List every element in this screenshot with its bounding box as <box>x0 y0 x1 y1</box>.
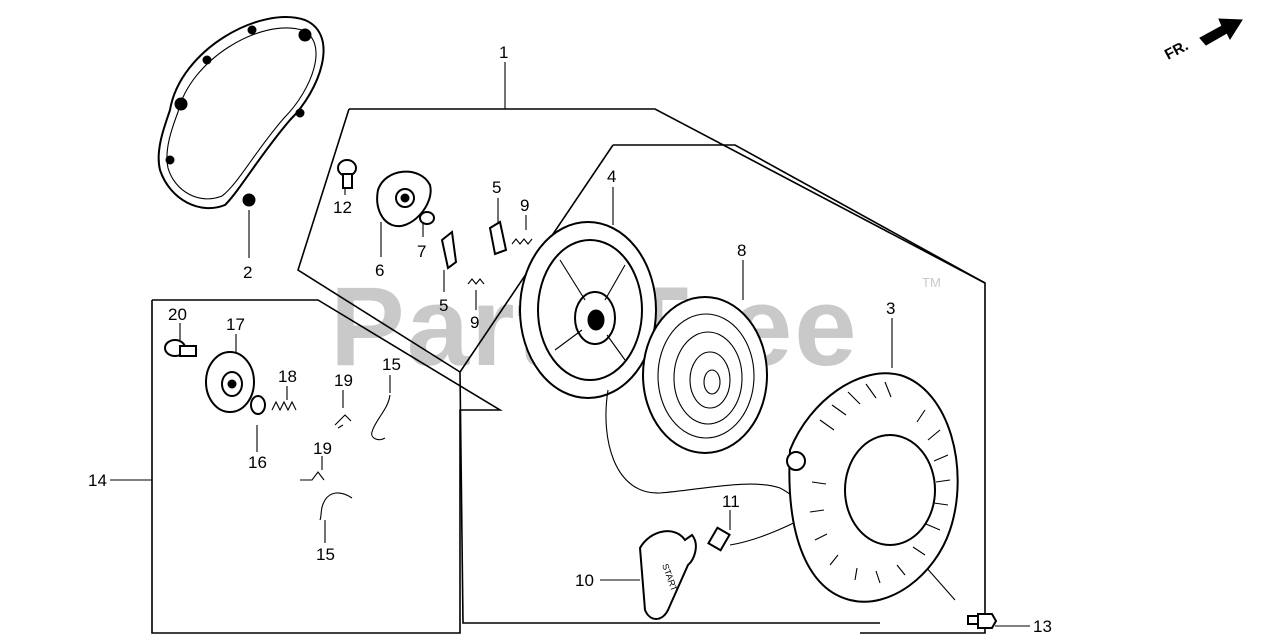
part-washer-16 <box>250 395 266 415</box>
callout-20: 20 <box>168 305 187 324</box>
part-starter-grip: START <box>638 530 697 620</box>
callout-19b: 19 <box>313 439 332 458</box>
front-direction-indicator: FR. <box>1162 18 1243 64</box>
part-friction-spring <box>419 211 435 225</box>
callout-5a: 5 <box>492 178 501 197</box>
callout-9a: 9 <box>520 196 529 215</box>
front-label: FR. <box>1162 37 1191 63</box>
part-ratchet-b <box>488 220 508 256</box>
part-recoil-spring <box>642 296 768 454</box>
callout-18: 18 <box>278 367 297 386</box>
callout-3: 3 <box>886 299 895 318</box>
watermark-trademark: TM <box>922 275 941 290</box>
part-ratchet-guide <box>376 170 432 228</box>
callout-13: 13 <box>1033 617 1052 636</box>
part-flange-bolt <box>967 613 998 629</box>
callout-2: 2 <box>243 263 252 282</box>
part-clip-19b <box>300 471 325 481</box>
callout-6: 6 <box>375 261 384 280</box>
callout-1: 1 <box>499 43 508 62</box>
callout-5b: 5 <box>439 296 448 315</box>
callout-11: 11 <box>722 492 740 511</box>
callout-16: 16 <box>248 453 267 472</box>
callout-9b: 9 <box>470 313 479 332</box>
part-bolt-12 <box>337 159 357 189</box>
callout-4: 4 <box>607 167 616 186</box>
callout-12: 12 <box>333 198 352 217</box>
front-arrow-icon <box>1199 18 1243 46</box>
part-hose-15a <box>371 394 391 441</box>
callout-8: 8 <box>737 241 746 260</box>
callout-19a: 19 <box>334 371 353 390</box>
callout-labels: 1 2 3 4 5 5 6 7 8 9 9 10 11 12 13 14 15 … <box>88 43 1052 636</box>
part-spring-18 <box>271 400 297 412</box>
part-spring-9b <box>467 278 485 285</box>
part-spring-9a <box>511 238 533 245</box>
callout-7: 7 <box>417 242 426 261</box>
callout-15b: 15 <box>316 545 335 564</box>
part-clip-19a <box>334 414 352 429</box>
part-bolt-20 <box>164 339 197 357</box>
part-starter-case <box>786 372 959 603</box>
part-gasket-ring <box>157 16 325 210</box>
callout-15a: 15 <box>382 355 401 374</box>
part-ratchet-17 <box>205 351 255 413</box>
part-reel <box>519 221 657 399</box>
callout-10: 10 <box>575 571 594 590</box>
part-hose-15b <box>319 492 353 521</box>
part-rope-guide <box>707 526 731 552</box>
callout-17: 17 <box>226 315 245 334</box>
callout-14: 14 <box>88 471 107 490</box>
assembly-outline-14 <box>151 299 503 634</box>
part-ratchet-a <box>440 230 458 270</box>
